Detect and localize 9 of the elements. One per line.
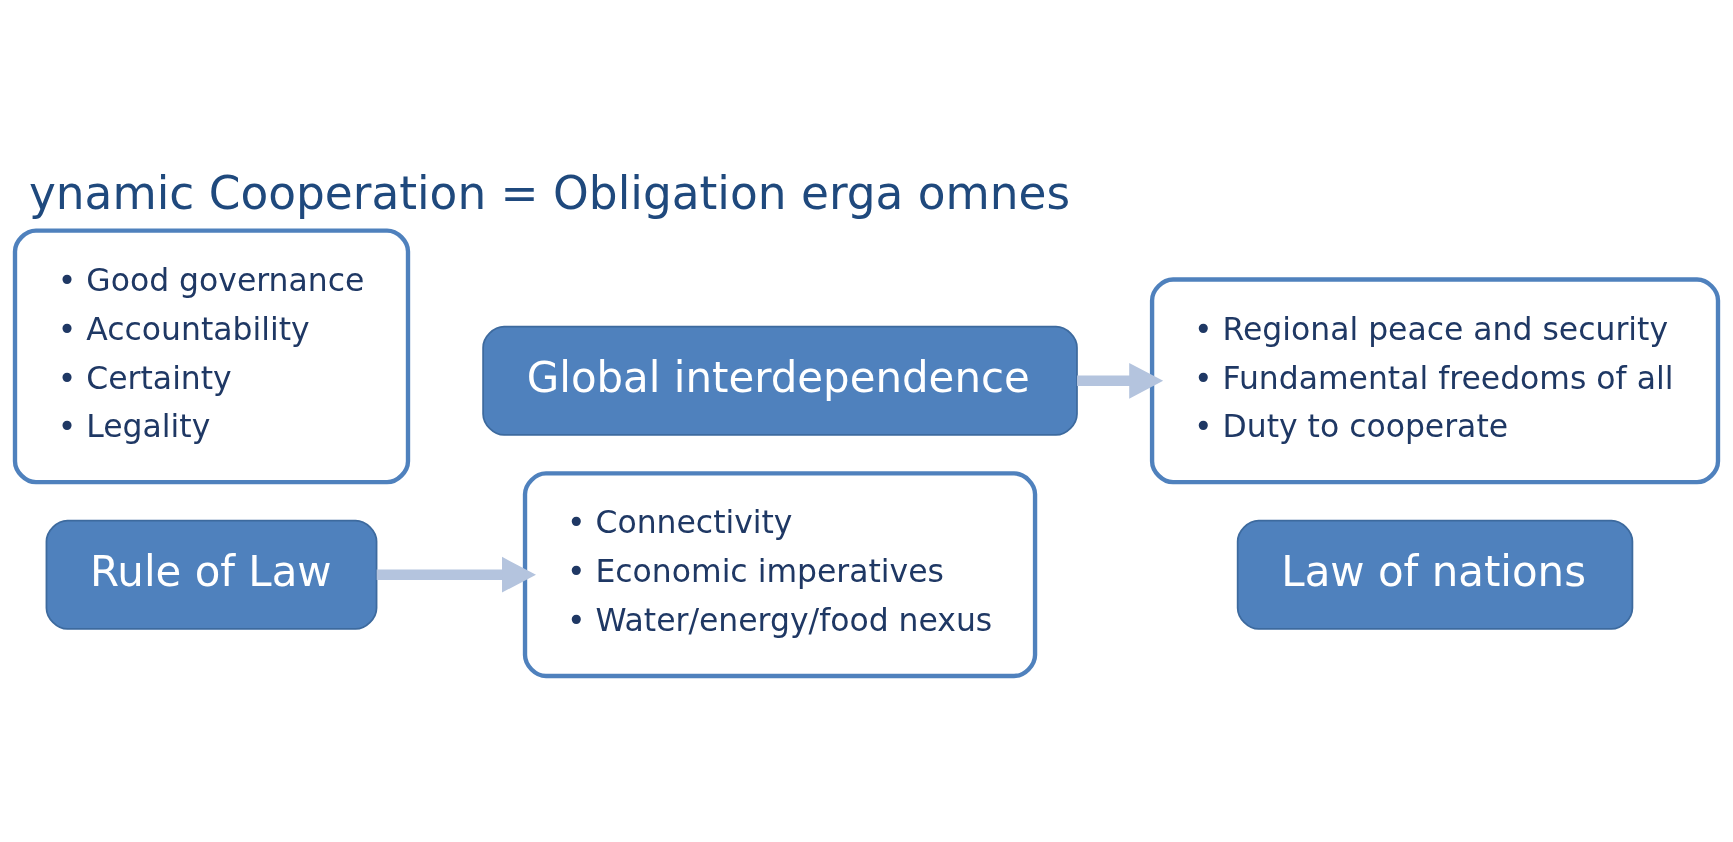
- node-box: • Regional peace and security • Fundamental freedoms of all • Duty to cooperate: [1149, 277, 1721, 485]
- diagram-title: ynamic Cooperation = Obligation erga omnes: [28, 167, 1071, 221]
- node-box: Rule of Law: [45, 519, 378, 630]
- node-box: • Connectivity • Economic imperatives • Water/energy/food nexus: [522, 471, 1038, 679]
- node-box: Law of nations: [1236, 519, 1634, 630]
- arrow: [1077, 363, 1164, 399]
- node-box: Global interdependence: [482, 325, 1078, 436]
- arrow: [376, 556, 536, 593]
- node-box: • Good governance • Accountability • Certainty • Legality: [12, 228, 411, 485]
